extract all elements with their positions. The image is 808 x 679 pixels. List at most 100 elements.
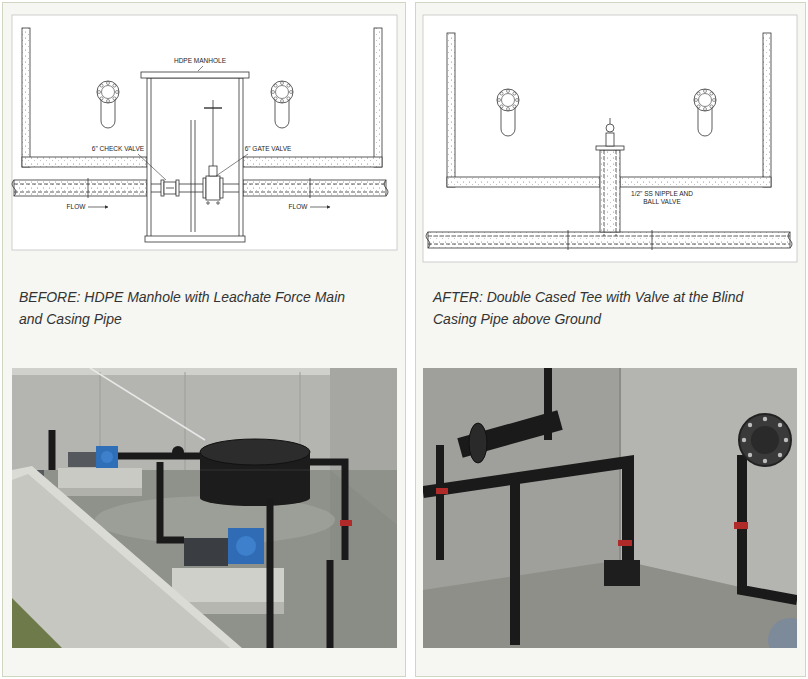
before-drawing <box>243 157 382 167</box>
after-photo <box>423 368 628 645</box>
after-drawing <box>763 33 771 187</box>
after-drawing <box>606 124 614 132</box>
before-drawing <box>145 236 245 242</box>
before-drawing <box>22 28 30 167</box>
before-drawing <box>195 120 196 232</box>
panel-ground <box>415 2 806 677</box>
before-photo <box>101 451 113 463</box>
panel-card: AFTER: Double Cased Tee with Valve at th… <box>415 2 806 677</box>
after-drawing <box>426 232 430 248</box>
before-drawing <box>97 81 119 103</box>
panel-ground <box>2 2 406 677</box>
before-photo <box>118 453 200 460</box>
flow-arrow <box>88 207 108 208</box>
before-drawing <box>88 178 89 198</box>
before-drawing <box>310 178 311 198</box>
flow-label: FLOW <box>288 203 309 211</box>
callout-label: 6" GATE VALVE <box>244 145 293 153</box>
before-photo <box>96 446 118 468</box>
flow-label: FLOW <box>66 203 87 211</box>
before-photo <box>327 560 334 648</box>
after-drawing <box>568 230 569 250</box>
after-drawing <box>694 89 716 111</box>
before-photo <box>12 470 232 648</box>
before-drawing <box>209 166 217 176</box>
before-photo <box>12 368 397 648</box>
after-photo <box>768 618 797 648</box>
after-drawing <box>616 150 617 236</box>
callout-label: 6" CHECK VALVE <box>91 145 145 153</box>
before-photo <box>310 462 345 560</box>
before-drawing <box>243 184 386 185</box>
after-photo <box>423 368 797 648</box>
after-photo <box>436 488 448 494</box>
before-photo <box>267 498 274 648</box>
after-drawing <box>423 15 797 262</box>
before-drawing <box>166 188 174 189</box>
after-photo <box>739 414 791 466</box>
before-photo <box>58 468 142 496</box>
leader-line <box>216 154 248 176</box>
before-drawing <box>220 178 223 198</box>
before-drawing <box>141 72 249 78</box>
after-drawing <box>428 244 790 245</box>
after-photo <box>763 417 767 421</box>
after-photo <box>618 540 632 546</box>
after-drawing <box>447 33 455 187</box>
after-photo <box>778 453 782 457</box>
after-photo <box>742 438 746 442</box>
after-drawing <box>652 230 653 250</box>
caption-text: BEFORE: HDPE Manhole with Leachate Force… <box>19 286 359 330</box>
before-drawing <box>239 78 240 236</box>
after-drawing <box>428 236 790 237</box>
before-drawing <box>243 180 386 196</box>
after-drawing <box>620 177 771 187</box>
after-photo <box>423 368 797 648</box>
caption-text: AFTER: Double Cased Tee with Valve at th… <box>433 286 768 330</box>
before-photo <box>12 598 62 648</box>
panel-card: BEFORE: HDPE Manhole with Leachate Force… <box>2 2 406 677</box>
before-drawing <box>12 180 16 196</box>
before-photo <box>58 488 142 496</box>
before-drawing <box>213 108 214 166</box>
before-drawing <box>271 81 293 103</box>
before-photo <box>200 470 310 471</box>
before-drawing <box>12 15 397 250</box>
after-photo <box>469 423 487 463</box>
before-drawing <box>243 192 386 193</box>
before-photo <box>172 446 184 458</box>
before-photo <box>200 439 310 465</box>
before-photo <box>330 470 397 648</box>
before-drawing <box>217 202 219 204</box>
after-photo <box>751 426 779 454</box>
after-drawing <box>426 118 792 250</box>
before-photo <box>12 466 242 648</box>
after-photo <box>763 459 767 463</box>
after-drawing <box>600 150 620 232</box>
after-photo <box>436 445 444 560</box>
before-photo <box>12 368 397 648</box>
after-photo <box>748 453 752 457</box>
before-drawing <box>176 180 179 196</box>
before-drawing <box>207 202 209 204</box>
after-drawing <box>497 89 519 111</box>
before-drawing <box>161 180 164 196</box>
after-photo <box>734 522 748 529</box>
before-drawing <box>151 78 152 236</box>
callout-label: HDPE MANHOLE <box>173 57 227 65</box>
before-photo <box>228 528 264 564</box>
after-photo <box>604 560 640 586</box>
leader-line <box>198 66 203 71</box>
before-photo <box>200 490 310 506</box>
after-drawing <box>596 146 624 150</box>
before-drawing <box>14 180 147 196</box>
before-photo <box>90 368 205 440</box>
before-drawing <box>206 176 220 200</box>
before-photo <box>184 538 228 566</box>
after-photo <box>620 368 797 600</box>
before-drawing <box>213 100 214 108</box>
